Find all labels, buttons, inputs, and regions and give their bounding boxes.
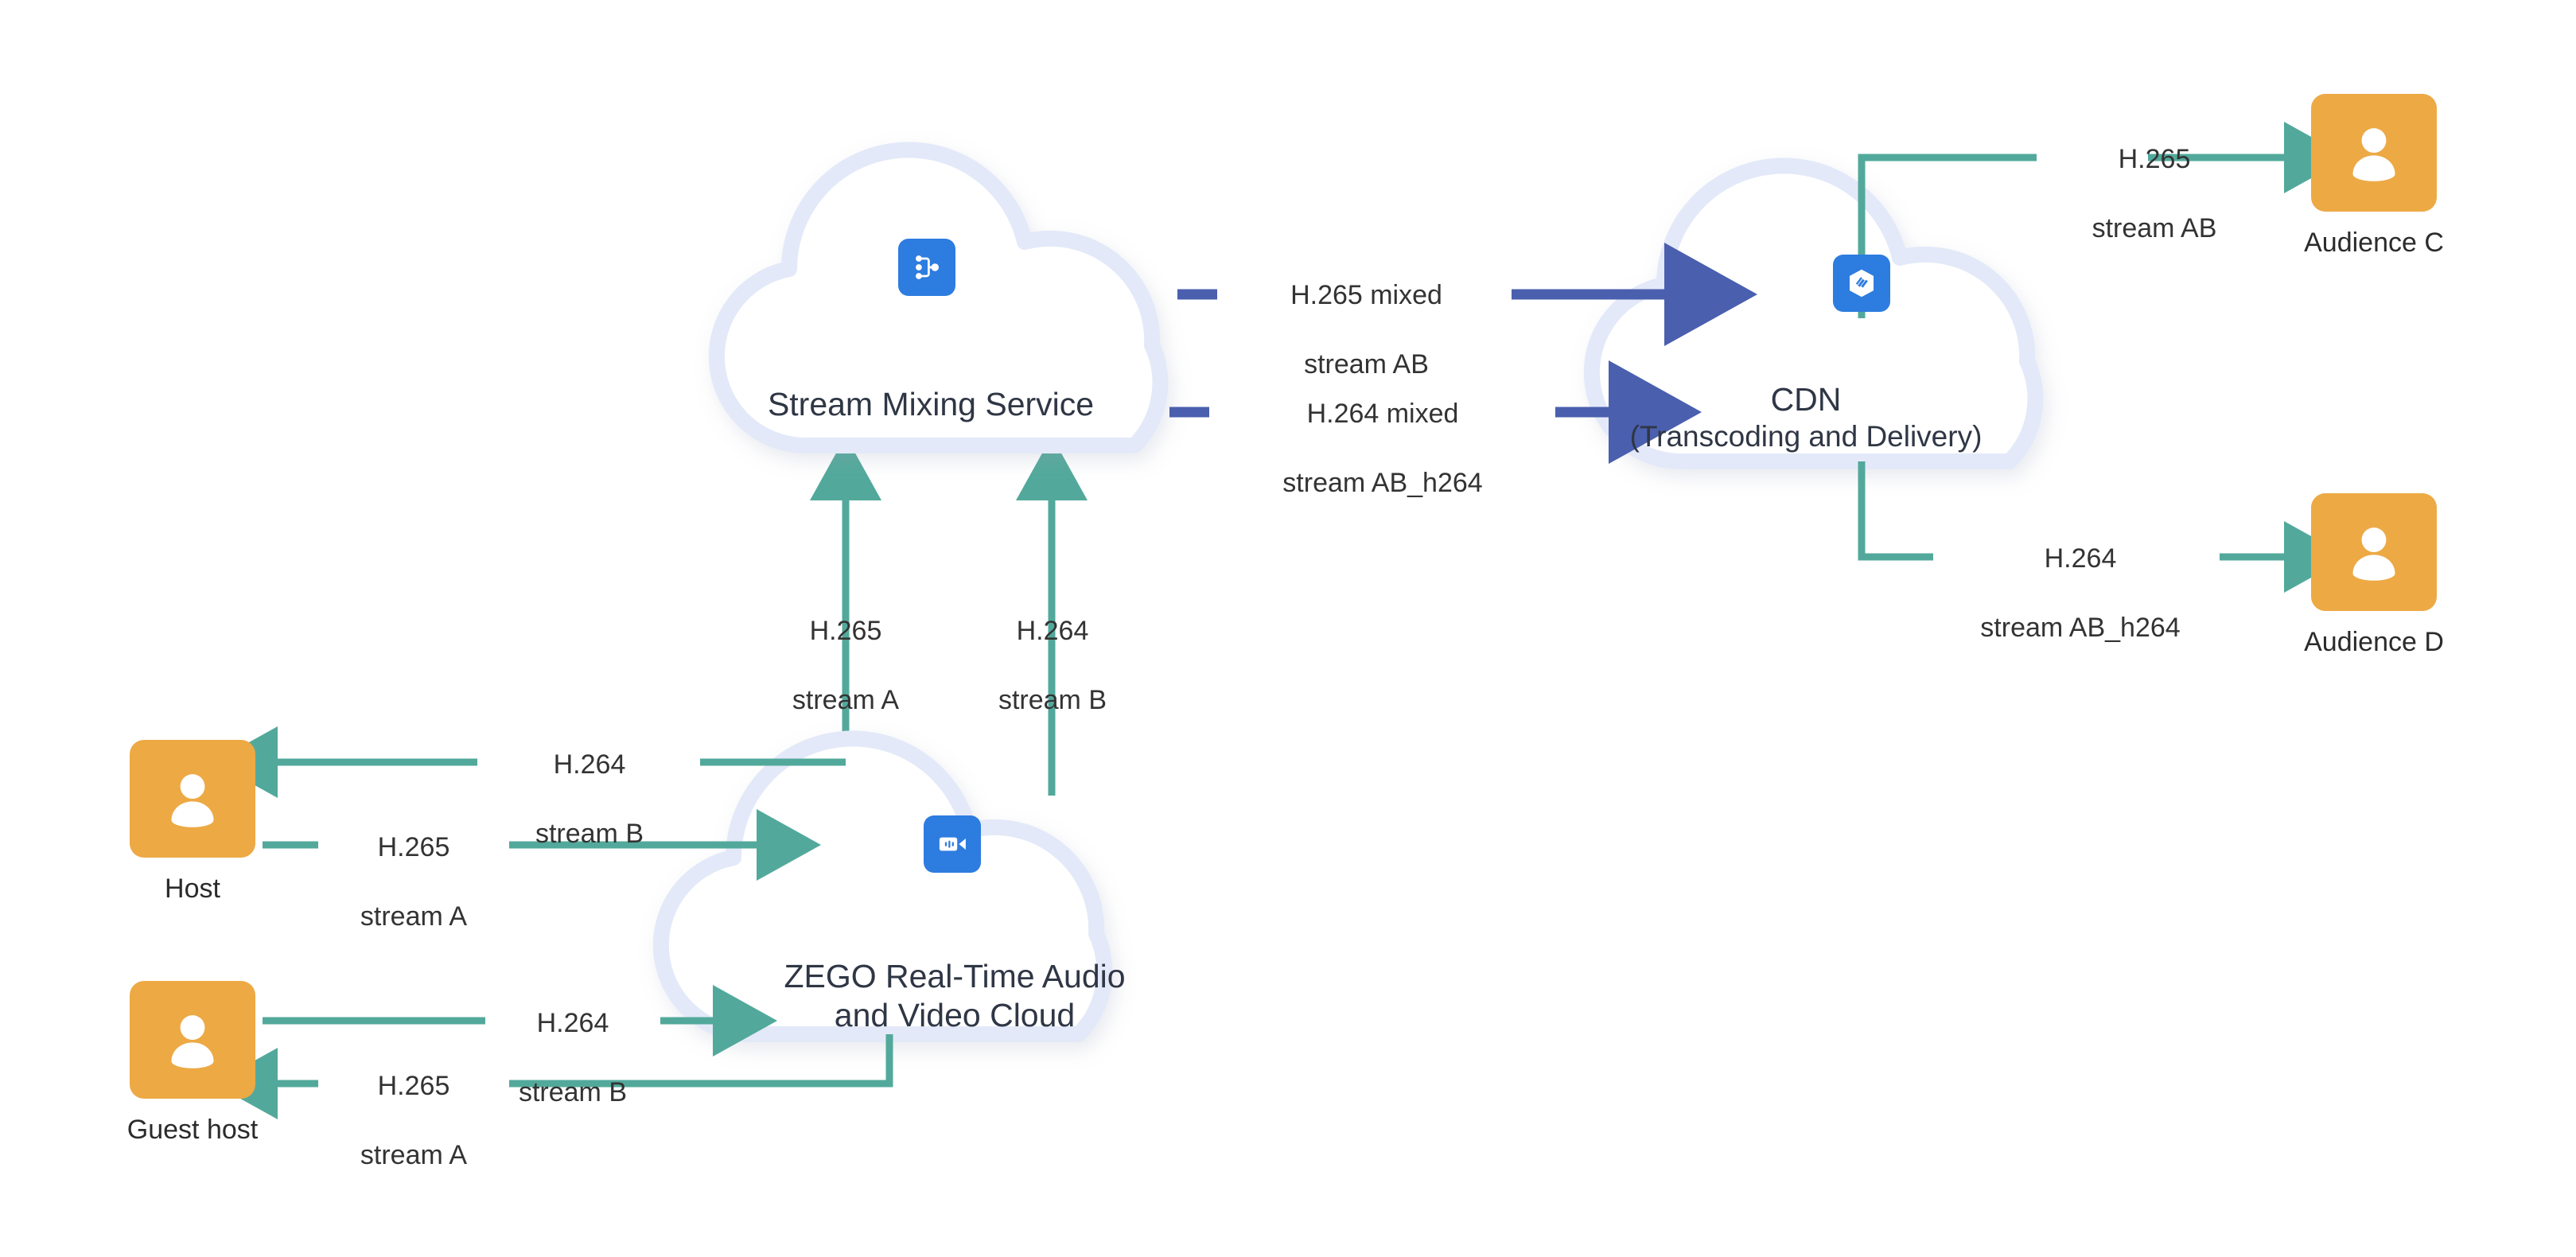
avatar-host <box>130 740 255 858</box>
avatar-audience-d <box>2311 493 2437 611</box>
user-avatar-icon <box>171 774 214 827</box>
edge-cdn-to-audience-d-elbow <box>1858 461 1933 561</box>
user-avatar-icon <box>171 1015 214 1068</box>
cloud-stream-mixing <box>708 142 1169 453</box>
avatar-label-guest-host: Guest host <box>126 1115 259 1145</box>
edge-zego-to-guest-elbow <box>509 1034 893 1088</box>
stream-mixing-icon <box>898 239 955 296</box>
video-camera-icon <box>924 815 981 873</box>
avatar-guest-host <box>130 981 255 1099</box>
user-avatar-icon <box>2352 527 2395 581</box>
avatar-label-audience-c: Audience C <box>2304 228 2444 258</box>
user-avatar-icon <box>2352 128 2395 181</box>
avatar-label-audience-d: Audience D <box>2304 627 2444 657</box>
cdn-layers-icon <box>1833 255 1890 312</box>
avatar-label-host: Host <box>165 874 220 904</box>
cloud-cdn <box>1583 158 2044 469</box>
avatar-audience-c <box>2311 94 2437 212</box>
